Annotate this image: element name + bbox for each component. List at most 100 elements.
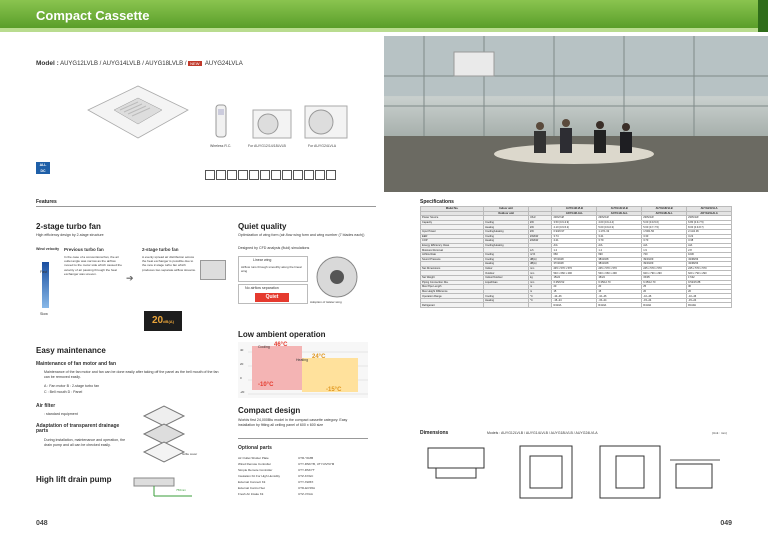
logo-line-1: ALL bbox=[39, 163, 47, 167]
optional-part-code: UTY-XWZX bbox=[298, 480, 314, 484]
office-photo bbox=[384, 36, 768, 192]
feature-icon bbox=[293, 170, 303, 180]
new-fan-title: 2-stage turbo fan bbox=[142, 247, 179, 252]
cool-min-temp: -10°C bbox=[258, 382, 274, 388]
maint-item-2-text: : standard equipment bbox=[44, 412, 78, 416]
feature-icon bbox=[282, 170, 292, 180]
maint-item-3-text: During installation, maintenance and ope… bbox=[44, 438, 126, 447]
optional-part-code: UTZ-VXAA bbox=[298, 492, 313, 496]
optional-part-code: UTR-YDZB bbox=[298, 456, 314, 460]
spec-cell: R410A bbox=[686, 302, 732, 309]
spec-row: Heating°C-15~24-15~24-15~24-15~24 bbox=[419, 297, 732, 304]
optional-part-code: UTY-RSKYT bbox=[298, 468, 315, 472]
logo-line-2: DC bbox=[40, 169, 46, 173]
outdoor2-caption: For AUYG24LVLA bbox=[308, 144, 337, 148]
optional-part-row: Wired Remote Controller UTY-RNKYB, UTY-RV… bbox=[238, 462, 334, 466]
dims-heading: Dimensions bbox=[420, 430, 449, 436]
compact-rule bbox=[238, 438, 368, 439]
fan-image bbox=[200, 260, 226, 280]
slow-label: Slow bbox=[40, 312, 48, 316]
quiet-text: Optimization of wing form (air-flow wing… bbox=[238, 233, 365, 237]
feature-icon bbox=[249, 170, 259, 180]
model-line: Model : AUYG12LVLB / AUYG14LVLB / AUYG18… bbox=[36, 60, 243, 67]
tick-20: 20 bbox=[240, 362, 244, 366]
page-number-left: 048 bbox=[36, 520, 48, 527]
heat-min-temp: -15°C bbox=[326, 387, 342, 393]
outdoor-unit-1 bbox=[252, 109, 292, 139]
heat-max-temp: 24°C bbox=[312, 354, 326, 360]
feature-icon bbox=[238, 170, 248, 180]
model-last: AUYG24LVLA bbox=[204, 61, 243, 67]
ambient-chart bbox=[238, 342, 368, 398]
drain-height: 750mm bbox=[176, 488, 187, 492]
new-fan-text: A evenly spread air distribution across … bbox=[142, 255, 196, 272]
optional-part-name: Fresh Air Intake Kit bbox=[238, 492, 264, 496]
spec-cell: R410A bbox=[551, 302, 598, 309]
linear-wing-box: Linear wing Airflow runs through smoothl… bbox=[238, 256, 308, 282]
no-separation-label: No airflow separation bbox=[245, 286, 279, 290]
noise-unit: dB(A) bbox=[163, 319, 174, 324]
fast-label: Fast bbox=[40, 270, 47, 274]
optional-part-name: External Connect Kit bbox=[238, 480, 266, 484]
feature-icon bbox=[304, 170, 314, 180]
spec-heading: Specifications bbox=[420, 199, 454, 205]
optional-part-code: UTZ-KXGC bbox=[298, 474, 314, 478]
model-label: Model : bbox=[36, 60, 59, 67]
heating-label: Heating bbox=[296, 358, 309, 362]
twister-wing-image bbox=[316, 256, 358, 298]
optional-part-code: UTD-ECS5A bbox=[298, 486, 316, 490]
feature-icons bbox=[205, 170, 336, 180]
noise-badge: 20dB(A) bbox=[144, 311, 182, 331]
feature-icon bbox=[315, 170, 325, 180]
feature-icon bbox=[326, 170, 336, 180]
maint-item-3: Adaptation of transparent drainage parts bbox=[36, 423, 120, 434]
quiet-text2: Designed by CFD analysis (fluid) simulat… bbox=[238, 246, 310, 250]
drain-diagram bbox=[133, 477, 192, 497]
optional-part-row: Insulation Kit For High Humidity UTZ-KXGC bbox=[238, 474, 313, 478]
cool-max-temp: 46°C bbox=[274, 342, 288, 348]
optional-part-name: Wired Remote Controller bbox=[238, 462, 272, 466]
exploded-diagram bbox=[142, 405, 186, 463]
optional-part-row: External Connect Kit UTY-XWZX bbox=[238, 480, 313, 484]
maint-item-2: Air filter bbox=[36, 403, 56, 409]
features-heading: Features bbox=[36, 199, 57, 205]
spec-cell bbox=[528, 302, 553, 309]
header-bar: Compact Cassette bbox=[0, 0, 768, 32]
adoption-label: Adoption of twister wing bbox=[310, 300, 342, 304]
optional-part-name: External Control Set bbox=[238, 486, 265, 490]
optional-part-name: Insulation Kit For High Humidity bbox=[238, 474, 281, 478]
feature-icon bbox=[227, 170, 237, 180]
feature-icon bbox=[260, 170, 270, 180]
outdoor-unit-2 bbox=[304, 105, 348, 139]
maint-item-1: Maintenance of fan motor and fan bbox=[36, 361, 117, 367]
quiet-label: Quiet bbox=[255, 293, 289, 302]
linear-wing-label: Linear wing bbox=[253, 258, 272, 262]
spec-cell: Refrigerant bbox=[419, 302, 485, 309]
maint-item-1-text: Maintenance of the fan motor and fan can… bbox=[44, 370, 219, 379]
optional-part-name: Simple Remote Controller bbox=[238, 468, 273, 472]
dimension-drawing bbox=[427, 445, 720, 499]
dims-models: Models : AUYG12LVLB / AUYG14LVLB / AUYG1… bbox=[487, 431, 598, 435]
outdoor1-caption: For AUYG12/14/18LVLB bbox=[248, 144, 286, 148]
optional-part-code: UTY-RNKYB, UTY-RVNYM bbox=[298, 462, 335, 466]
maintenance-title: Easy maintenance bbox=[36, 346, 106, 355]
header-accent bbox=[758, 0, 768, 32]
maint-legend: A : Fan motor B : 2-stage turbo fan bbox=[44, 384, 100, 388]
maint-legend-2: C : Bell mouth D : Panel bbox=[44, 390, 83, 394]
ambient-title: Low ambient operation bbox=[238, 330, 326, 339]
prev-fan-text: In the case of a conventional fan, the a… bbox=[64, 255, 122, 276]
feature-icon bbox=[216, 170, 226, 180]
prev-fan-title: Previous turbo fan bbox=[64, 247, 104, 252]
page-number-right: 049 bbox=[720, 520, 732, 527]
tick-40: 40 bbox=[240, 348, 244, 352]
feature-icon bbox=[271, 170, 281, 180]
optional-part-row: Simple Remote Controller UTY-RSKYT bbox=[238, 468, 315, 472]
